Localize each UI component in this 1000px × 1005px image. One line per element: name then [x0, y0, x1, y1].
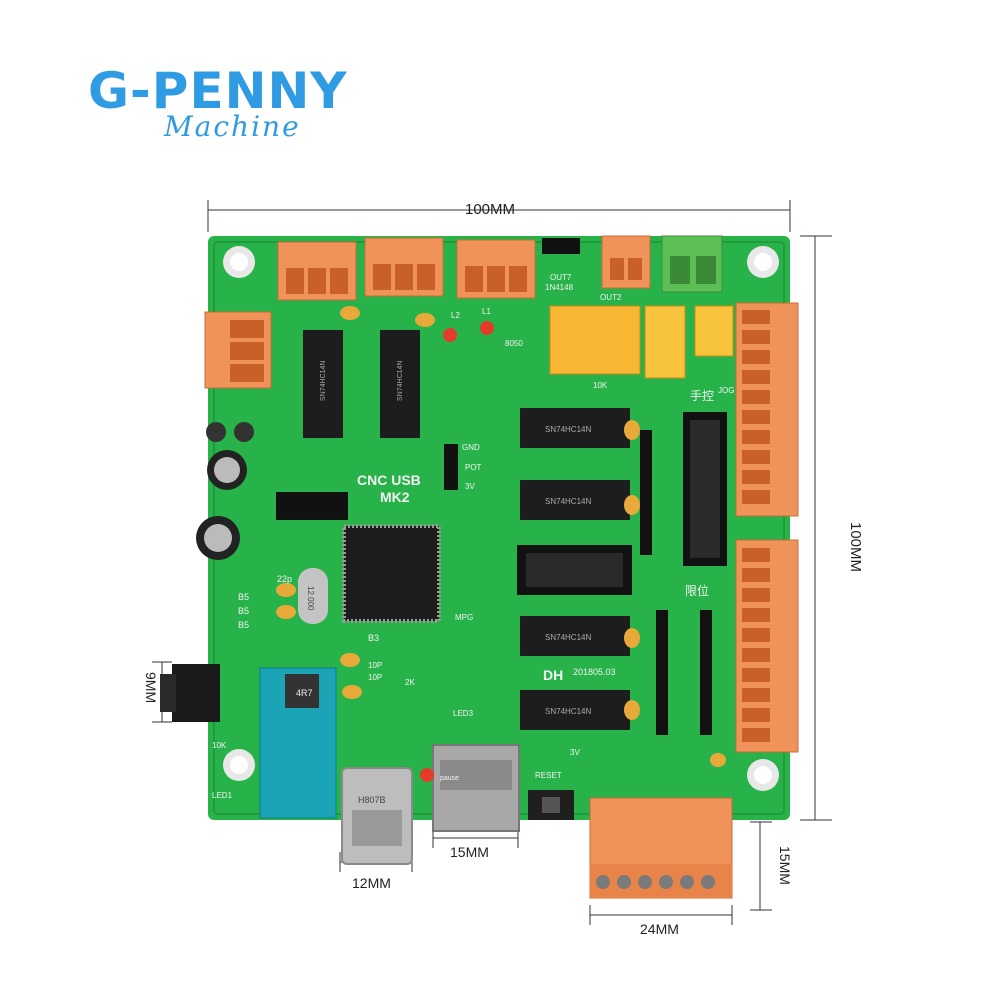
led-l2: [443, 328, 457, 342]
dimension-labels: 100MM 100MM 9MM 12MM 15MM 24MM 15MM: [143, 201, 864, 937]
inductor-marking: 4R7: [296, 688, 313, 698]
box-headers: [276, 238, 727, 735]
led-l1: [480, 321, 494, 335]
dim-dc-jack: 9MM: [143, 672, 159, 703]
diode-label: 1N4148: [545, 283, 574, 292]
b5-label-3: B5: [238, 620, 249, 630]
res-2k-label: 2K: [405, 678, 415, 687]
3v-label: 3V: [570, 748, 580, 757]
chip-3-marking: SN74HC14N: [545, 425, 591, 434]
board-version: MK2: [380, 489, 410, 505]
dim-sd-slot: 15MM: [450, 844, 489, 860]
dc-jack: [172, 664, 220, 722]
brand-name: G-PENNY: [88, 62, 348, 120]
chip-5-marking: SN74HC14N: [545, 633, 591, 642]
cap-10p-label-1: 10P: [368, 661, 382, 670]
cap-10p-label-2: 10P: [368, 673, 382, 682]
main-controller-chip: [342, 524, 441, 623]
dim-terminal-height: 15MM: [777, 846, 793, 885]
led1-label: LED1: [212, 791, 233, 800]
out2-label: OUT2: [600, 293, 622, 302]
mpg-label: MPG: [455, 613, 473, 622]
res-10k-top-label: 10K: [593, 381, 608, 390]
dim-usb: 12MM: [352, 875, 391, 891]
chip-6-marking: SN74HC14N: [545, 707, 591, 716]
res-10k-label: 10K: [212, 741, 227, 750]
crystal-marking: 12.000: [306, 586, 315, 611]
silkscreen-labels: CNC USB MK2 201805.03 DH GND POT 3V MPG …: [212, 273, 734, 800]
gnd-label: GND: [462, 443, 480, 452]
led-3: [420, 768, 434, 782]
usb-marking: H807B: [358, 795, 386, 805]
transistor-label: 8050: [505, 339, 523, 348]
reset-label: RESET: [535, 771, 562, 780]
b5-label-2: B5: [238, 606, 249, 616]
mounting-holes: [223, 246, 779, 791]
ceramic-capacitors: [276, 306, 726, 767]
chip-4-marking: SN74HC14N: [545, 497, 591, 506]
pot-label: POT: [465, 463, 482, 472]
bottom-terminal: [589, 797, 733, 899]
chip-2-marking: SN74HC14N: [397, 361, 404, 401]
dim-height-right: 100MM: [847, 522, 864, 572]
dh-label: DH: [543, 667, 563, 683]
crystal: [298, 568, 328, 624]
dip-chips: [303, 330, 630, 730]
v3-label: 3V: [465, 482, 475, 491]
manual-label: 手控: [690, 389, 714, 403]
led3-label: LED3: [453, 709, 474, 718]
pcb-board: [208, 236, 790, 820]
brand-tagline: Machine: [164, 110, 301, 143]
cap-22p-label: 22p: [277, 574, 292, 584]
power-module: [259, 667, 337, 819]
electrolytic-capacitors: [196, 422, 254, 560]
dim-width-top: 100MM: [465, 201, 515, 218]
board-date: 201805.03: [573, 667, 616, 677]
l1-label: L1: [482, 307, 491, 316]
board-name: CNC USB: [357, 472, 421, 488]
right-terminal-screws: [742, 310, 770, 742]
relay: [549, 305, 641, 375]
limit-label: 限位: [685, 583, 709, 598]
chip-markings: SN74HC14N SN74HC14N SN74HC14N SN74HC14N …: [296, 361, 591, 805]
jog-label: JOG: [718, 386, 734, 395]
top-terminals: [277, 235, 723, 301]
chip-1-marking: SN74HC14N: [320, 361, 327, 401]
l2-label: L2: [451, 311, 460, 320]
b3-label: B3: [368, 633, 379, 643]
dim-terminal-width: 24MM: [640, 921, 679, 937]
pause-label: pause: [440, 775, 459, 782]
out7-label: OUT7: [550, 273, 572, 282]
b5-label-1: B5: [238, 592, 249, 602]
